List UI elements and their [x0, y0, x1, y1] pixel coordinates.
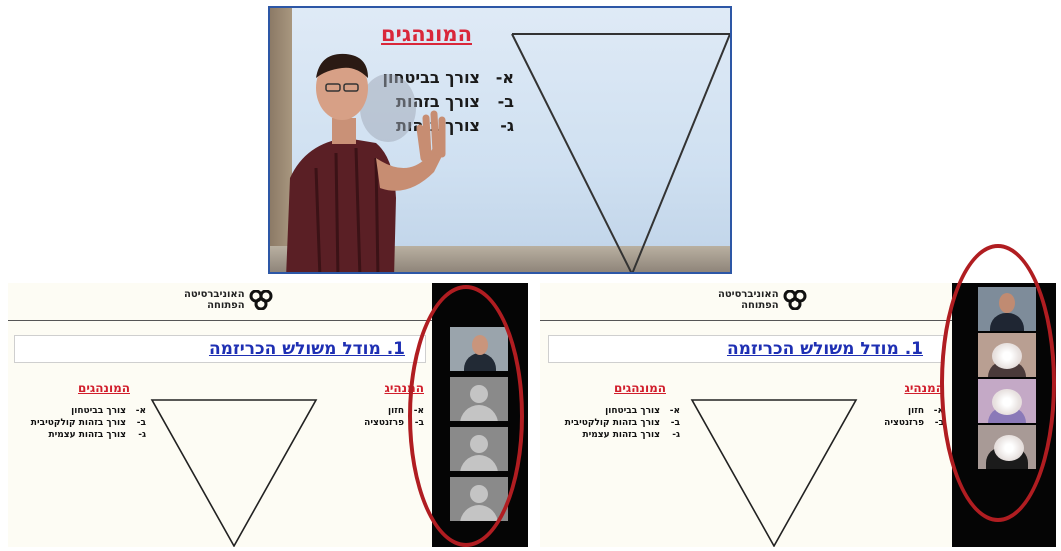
wall [270, 8, 292, 272]
university-logo: האוניברסיטה הפתוחה [184, 289, 273, 311]
slide-title-box: 1. מודל משולש הכריזמה [548, 335, 944, 363]
charisma-triangle [150, 399, 318, 547]
list-item: ב-פרזנטציה [884, 418, 944, 428]
followers-heading: המונהגים [614, 381, 666, 395]
list-item: ג-צורך בזהות עצמית [582, 430, 680, 440]
list-item: ב-צורך בזהות קולקטיבית [564, 418, 680, 428]
slide-header: האוניברסיטה הפתוחה [540, 283, 952, 321]
slide-title: 1. מודל משולש הכריזמה [208, 339, 405, 359]
university-logo: האוניברסיטה הפתוחה [718, 289, 807, 311]
list-item: א-צורך בביטחון [382, 68, 514, 87]
leader-list: א-חזון ב-פרזנטציה [884, 405, 944, 429]
open-university-logo-icon [249, 290, 273, 310]
list-item: ב-צורך בזהות [396, 92, 514, 111]
list-item: א-חזון [908, 406, 944, 416]
followers-list: א-צורך בביטחון ב-צורך בזהות קולקטיבית ג-… [565, 405, 680, 441]
slide-title: 1. מודל משולש הכריזמה [726, 339, 923, 359]
slide-header: האוניברסיטה הפתוחה [8, 283, 432, 321]
projected-list: א-צורך בביטחון ב-צורך בזהות ג-צורך בזהות [383, 66, 514, 138]
shared-slide: האוניברסיטה הפתוחה 1. מודל משולש הכריזמה… [8, 283, 432, 547]
list-item: ב-צורך בזהות קולקטיבית [30, 418, 146, 428]
shared-slide: האוניברסיטה הפתוחה 1. מודל משולש הכריזמה… [540, 283, 952, 547]
open-university-logo-icon [783, 290, 807, 310]
list-item: א-צורך בביטחון [605, 406, 680, 416]
lecture-video-frame: המונהגים א-צורך בביטחון ב-צורך בזהות ג-צ… [268, 6, 732, 274]
highlight-ellipse-right [940, 244, 1056, 522]
projected-heading: המונהגים [381, 22, 472, 46]
list-item: א-צורך בביטחון [71, 406, 146, 416]
slide-title-box: 1. מודל משולש הכריזמה [14, 335, 426, 363]
projected-triangle [511, 33, 730, 272]
followers-list: א-צורך בביטחון ב-צורך בזהות קולקטיבית ג-… [31, 405, 146, 441]
list-item: ג-צורך בזהות עצמית [48, 430, 146, 440]
followers-heading: המונהגים [78, 381, 130, 395]
presenter-figure [286, 53, 446, 272]
leader-heading: המנהיג [904, 381, 944, 395]
charisma-triangle [690, 399, 858, 547]
highlight-ellipse-left [408, 285, 524, 547]
